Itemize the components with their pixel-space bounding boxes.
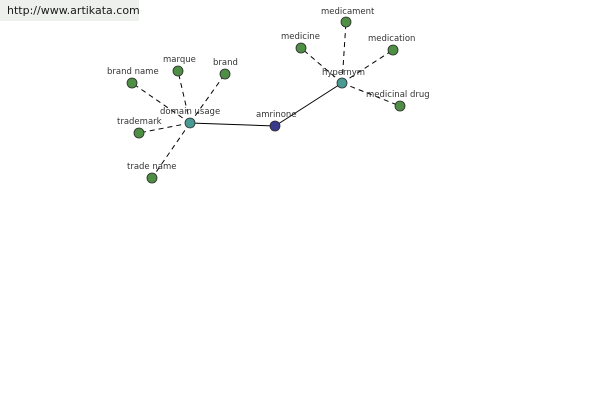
node-amrinone[interactable] (269, 120, 281, 132)
edge-hypernym-medicinal-drug (341, 82, 401, 107)
node-label-domain-usage[interactable]: domain usage (160, 107, 220, 117)
edge-hypernym-medication (341, 49, 394, 84)
node-brand[interactable] (219, 68, 231, 80)
node-trade-name[interactable] (146, 172, 158, 184)
edge-amrinone-domain-usage (189, 122, 276, 127)
node-hypernym[interactable] (336, 77, 348, 89)
edge-domain-usage-trade-name (151, 122, 191, 179)
node-marque[interactable] (172, 65, 184, 77)
site-url-banner[interactable]: http://www.artikata.com (0, 0, 139, 21)
node-medication[interactable] (387, 44, 399, 56)
node-brand-name[interactable] (126, 77, 138, 89)
labels-layer: amrinone domain usage hypernym brand name ma… (107, 7, 430, 172)
edge-domain-usage-brand-name (131, 82, 191, 124)
edge-hypernym-medicament (341, 21, 347, 84)
node-label-trademark[interactable]: trademark (117, 117, 162, 127)
node-label-marque[interactable]: marque (163, 55, 196, 65)
node-label-brand-name[interactable]: brand name (107, 67, 159, 77)
edge-domain-usage-brand (189, 73, 226, 124)
node-label-hypernym[interactable]: hypernym (322, 68, 365, 78)
node-label-medicament[interactable]: medicament (321, 7, 375, 17)
edge-amrinone-hypernym (274, 82, 343, 127)
nodes-layer (126, 16, 406, 184)
node-label-medication[interactable]: medication (368, 34, 415, 44)
node-label-amrinone[interactable]: amrinone (256, 110, 297, 120)
node-label-medicine[interactable]: medicine (281, 32, 320, 42)
node-trademark[interactable] (133, 127, 145, 139)
node-medicine[interactable] (295, 42, 307, 54)
node-medicinal-drug[interactable] (394, 100, 406, 112)
node-domain-usage[interactable] (184, 117, 196, 129)
node-label-medicinal-drug[interactable]: medicinal drug (366, 90, 430, 100)
edges-layer (131, 21, 401, 179)
node-label-trade-name[interactable]: trade name (127, 162, 176, 172)
node-medicament[interactable] (340, 16, 352, 28)
node-label-brand[interactable]: brand (213, 58, 238, 68)
